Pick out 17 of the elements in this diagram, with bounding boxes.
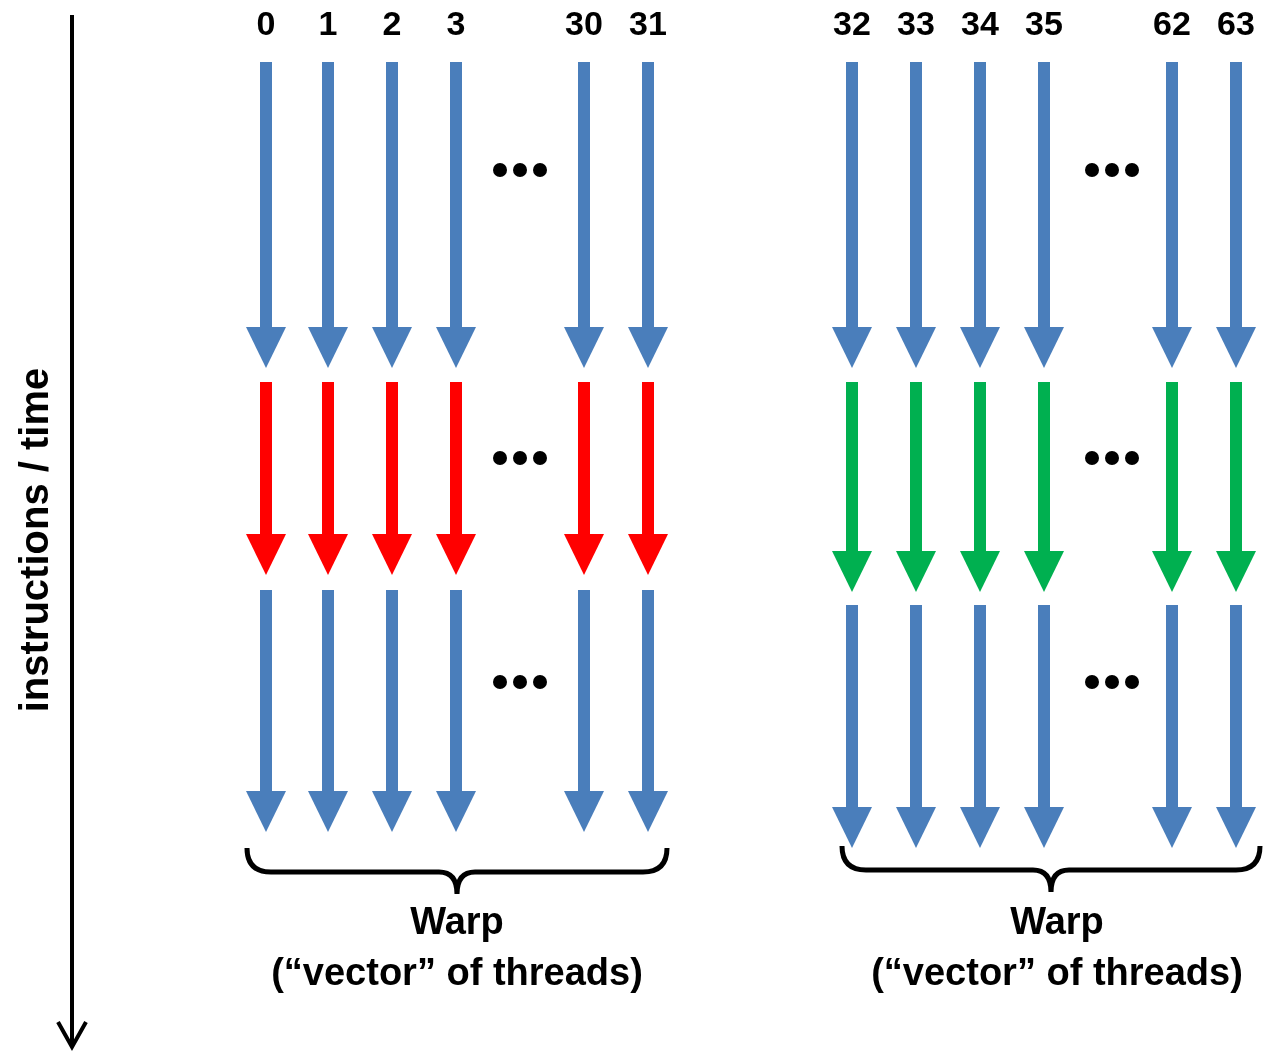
thread-number: 33: [897, 6, 935, 40]
thread-number: 1: [318, 6, 338, 40]
thread-number: 32: [833, 6, 871, 40]
warp-description: (“vector” of threads): [871, 953, 1243, 991]
thread-number: 35: [1025, 6, 1063, 40]
thread-number: 30: [565, 6, 603, 40]
thread-number: 2: [382, 6, 402, 40]
thread-number: 63: [1217, 6, 1255, 40]
thread-number: 31: [629, 6, 667, 40]
axis-label: instructions / time: [14, 367, 54, 713]
warp-description: (“vector” of threads): [271, 953, 643, 991]
thread-number: 0: [256, 6, 276, 40]
warp-label: Warp: [410, 902, 504, 940]
warp-label: Warp: [1010, 902, 1104, 940]
thread-number: 62: [1153, 6, 1191, 40]
thread-number: 34: [961, 6, 999, 40]
thread-number: 3: [446, 6, 466, 40]
